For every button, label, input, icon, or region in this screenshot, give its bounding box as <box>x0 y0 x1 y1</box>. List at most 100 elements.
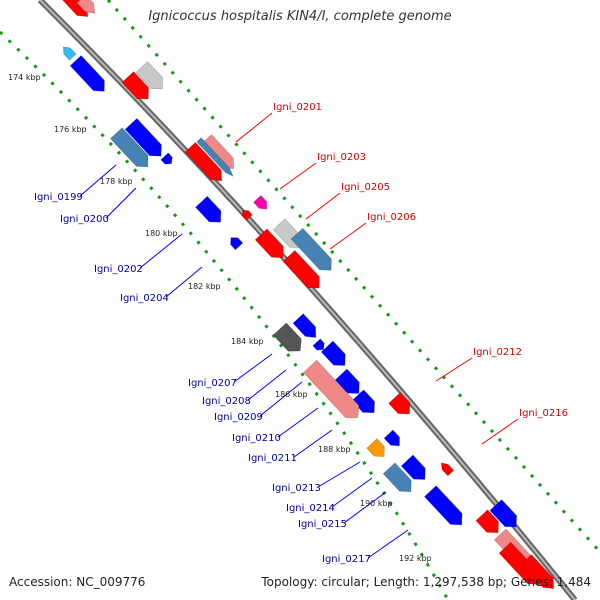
gene-arrow-shape-20 <box>290 227 332 271</box>
gene-arrow-19 <box>282 250 320 289</box>
tick-track-2 <box>106 0 600 553</box>
gene-arrow-shape-12 <box>196 137 234 177</box>
gene-arrow-17 <box>254 228 284 259</box>
gene-label-8: Igni_0206 <box>367 212 416 223</box>
scale-label-5: 182 kbp <box>188 282 221 291</box>
gene-arrow-14 <box>230 237 244 251</box>
leader-line-14 <box>435 357 473 382</box>
gene-arrow-shape-32 <box>400 454 426 480</box>
gene-arrow-15 <box>242 210 253 221</box>
gene-arrow-16 <box>253 195 268 210</box>
gene-label-14: Igni_0212 <box>473 347 522 358</box>
leader-line-16 <box>331 477 373 508</box>
leader-line-6 <box>165 266 203 298</box>
gene-arrow-32 <box>400 454 426 480</box>
gene-arrow-shape-21 <box>272 322 302 352</box>
gene-arrow-shape-19 <box>282 250 320 289</box>
label-leaders <box>79 112 519 559</box>
gene-arrow-13 <box>195 195 222 223</box>
gene-arrow-23 <box>312 338 325 351</box>
leader-line-13 <box>293 429 333 458</box>
gene-arrow-shape-22 <box>292 313 317 338</box>
gene-label-1: Igni_0199 <box>34 192 83 203</box>
gene-label-16: Igni_0214 <box>286 503 335 514</box>
gene-arrow-22 <box>292 313 317 338</box>
gene-label-6: Igni_0204 <box>120 293 169 304</box>
gene-arrow-3 <box>62 46 77 61</box>
gene-arrow-6 <box>135 61 163 90</box>
gene-arrow-20 <box>290 227 332 271</box>
scale-label-1: 174 kbp <box>8 73 41 82</box>
scale-label-3: 178 kbp <box>100 177 133 186</box>
gene-arrow-2 <box>76 0 96 14</box>
gene-arrow-shape-33 <box>440 462 455 477</box>
leader-line-18 <box>481 418 519 445</box>
gene-label-18: Igni_0216 <box>519 408 568 419</box>
scale-label-6: 184 kbp <box>231 337 264 346</box>
gene-arrow-shape-23 <box>312 338 325 351</box>
gene-label-9: Igni_0207 <box>188 378 237 389</box>
leader-line-19 <box>367 529 409 559</box>
gene-arrow-shape-17 <box>254 228 284 259</box>
gene-arrow-shape-14 <box>230 237 244 251</box>
scale-label-4: 180 kbp <box>145 229 178 238</box>
gene-label-7: Igni_0205 <box>341 182 390 193</box>
gene-arrow-shape-31 <box>382 462 412 493</box>
gene-label-10: Igni_0208 <box>202 396 251 407</box>
gene-arrow-shape-15 <box>242 210 253 221</box>
gene-arrow-7 <box>110 127 149 168</box>
scale-label-9: 190 kbp <box>360 499 393 508</box>
gene-arrow-shape-8 <box>124 118 162 157</box>
gene-label-3: Igni_0201 <box>273 102 322 113</box>
gene-arrow-10 <box>184 141 222 182</box>
gene-arrow-shape-2 <box>76 0 96 14</box>
gene-arrow-30 <box>383 429 400 447</box>
gene-arrow-shape-27 <box>303 359 360 419</box>
gene-arrow-34 <box>424 485 463 526</box>
gene-arrow-39 <box>520 554 554 589</box>
gene-arrow-shape-25 <box>334 368 360 394</box>
gene-arrow-24 <box>320 340 346 366</box>
scale-label-7: 186 kbp <box>275 390 308 399</box>
gene-features <box>54 0 554 589</box>
gene-label-12: Igni_0210 <box>232 433 281 444</box>
gene-arrow-shape-30 <box>383 429 400 447</box>
gene-arrow-shape-39 <box>520 554 554 589</box>
gene-labels: Igni_0199Igni_0200Igni_0201Igni_0202Igni… <box>34 102 568 565</box>
gene-label-13: Igni_0211 <box>248 453 297 464</box>
gene-arrow-shape-28 <box>388 392 411 415</box>
leader-line-2 <box>105 187 137 219</box>
gene-arrow-4 <box>69 55 105 92</box>
gene-arrow-29 <box>366 438 385 457</box>
leader-line-1 <box>79 164 117 197</box>
accession-text: Accession: NC_009776 <box>9 575 146 589</box>
gene-arrow-shape-5 <box>121 71 149 100</box>
gene-arrow-shape-13 <box>195 195 222 223</box>
gene-label-17: Igni_0215 <box>298 519 347 530</box>
gene-arrow-36 <box>489 499 517 528</box>
leader-line-5 <box>279 162 317 190</box>
gene-arrow-21 <box>272 322 302 352</box>
gene-arrow-shape-9 <box>160 152 173 165</box>
gene-arrow-5 <box>121 71 149 100</box>
gene-arrow-shape-29 <box>366 438 385 457</box>
gene-arrow-shape-36 <box>489 499 517 528</box>
gene-arrow-33 <box>440 462 455 477</box>
map-title: Ignicoccus hospitalis KIN4/I, complete g… <box>148 9 452 24</box>
gene-label-11: Igni_0209 <box>214 412 263 423</box>
gene-label-2: Igni_0200 <box>60 214 109 225</box>
gene-arrow-shape-24 <box>320 340 346 366</box>
gene-arrow-31 <box>382 462 412 493</box>
gene-label-4: Igni_0202 <box>94 264 143 275</box>
gene-arrow-shape-7 <box>110 127 149 168</box>
leader-line-3 <box>235 112 273 143</box>
scale-label-10: 192 kbp <box>399 554 432 563</box>
gene-arrow-28 <box>388 392 411 415</box>
gene-arrow-25 <box>334 368 360 394</box>
gene-arrow-27 <box>303 359 360 419</box>
leader-line-17 <box>343 491 387 524</box>
leader-line-11 <box>259 381 303 417</box>
leader-line-15 <box>317 461 361 488</box>
